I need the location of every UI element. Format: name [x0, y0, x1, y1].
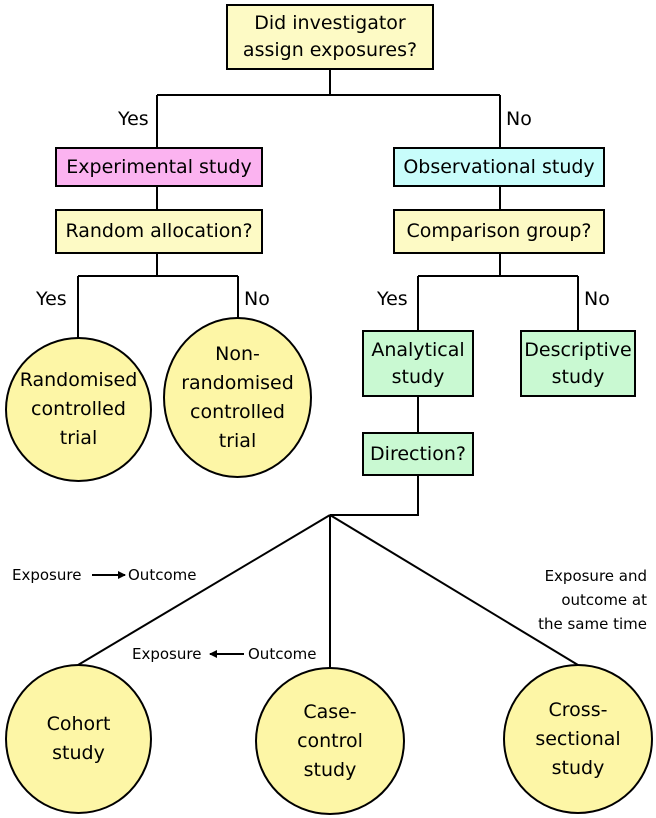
root-yes-label: Yes	[118, 108, 149, 130]
cohort-circle: Cohort study	[5, 664, 152, 814]
root-question-box: Did investigator assign exposures?	[226, 4, 434, 70]
observational-study-box: Observational study	[393, 147, 605, 187]
cross-sectional-branch	[329, 514, 579, 666]
random-yes-label: Yes	[36, 288, 67, 310]
random-allocation-box: Random allocation?	[55, 209, 263, 254]
direction-box: Direction?	[362, 432, 474, 476]
random-no-label: No	[244, 288, 270, 310]
case-control-circle: Case- control study	[255, 667, 405, 815]
case-control-exposure-label: Exposure	[132, 645, 202, 663]
descriptive-study-box: Descriptive study	[520, 330, 636, 397]
cohort-exposure-label: Exposure	[12, 566, 82, 584]
root-no-label: No	[506, 108, 532, 130]
comparison-split-connector	[417, 253, 579, 331]
direction-connector	[330, 475, 419, 516]
random-split-connector	[77, 253, 239, 338]
rct-circle: Randomised controlled trial	[5, 337, 152, 482]
experimental-study-box: Experimental study	[55, 147, 263, 187]
analytical-study-box: Analytical study	[362, 330, 474, 397]
non-rct-circle: Non- randomised controlled trial	[163, 317, 312, 478]
comparison-no-label: No	[584, 288, 610, 310]
comparison-group-box: Comparison group?	[393, 209, 605, 254]
root-connector	[156, 69, 501, 148]
cohort-branch	[77, 514, 331, 666]
case-control-outcome-label: Outcome	[248, 645, 317, 663]
cohort-outcome-label: Outcome	[128, 566, 197, 584]
comparison-yes-label: Yes	[377, 288, 408, 310]
cross-sectional-circle: Cross- sectional study	[503, 664, 653, 814]
cross-sectional-label: Exposure and outcome at the same time	[538, 567, 647, 633]
